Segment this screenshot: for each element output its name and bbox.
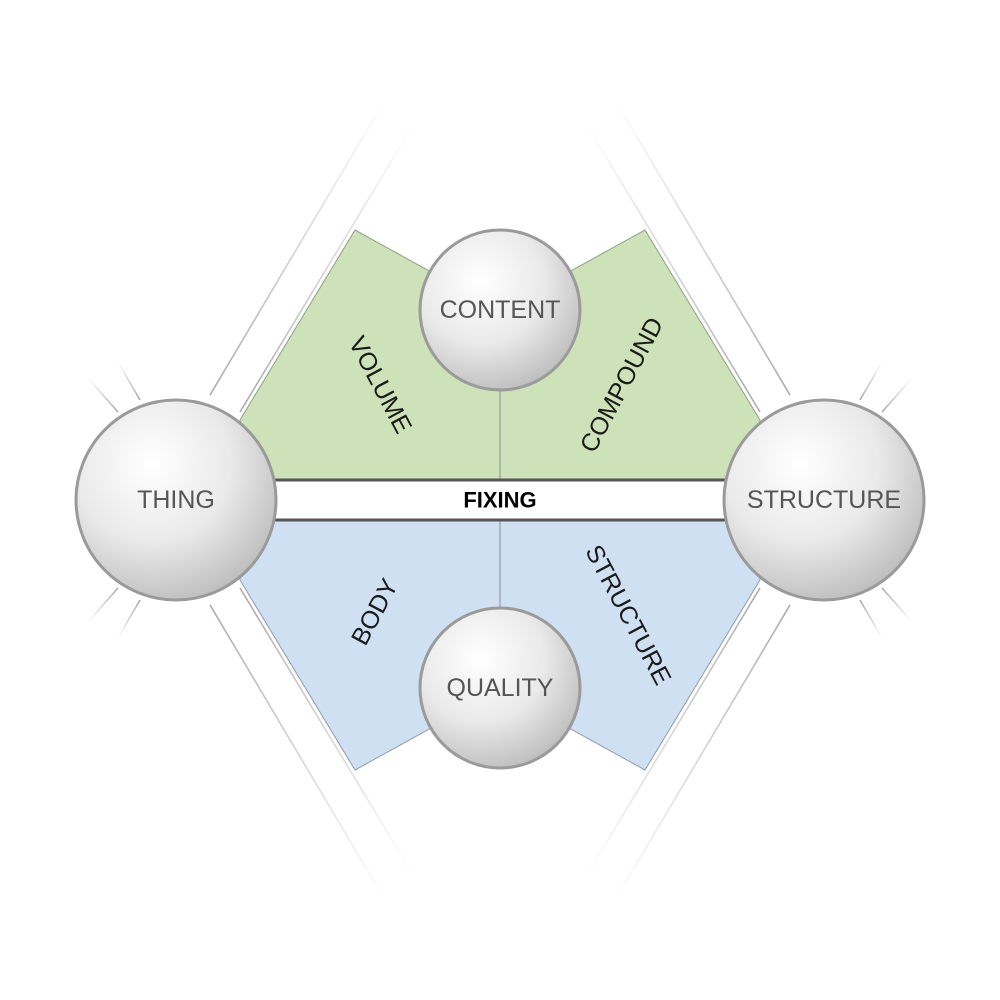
guide-line (881, 377, 913, 413)
node-structure: STRUCTURE (722, 398, 926, 602)
guide-line (117, 361, 141, 401)
guide-line (239, 587, 416, 879)
quality-label: QUALITY (447, 674, 554, 702)
guide-line (859, 361, 883, 401)
guide-line (209, 99, 386, 396)
guide-line (87, 377, 119, 413)
guide-line (117, 599, 141, 639)
guide-line (614, 604, 791, 901)
guide-line (209, 604, 386, 901)
fixing-label: FIXING (463, 488, 536, 513)
fixing-band: FIXING (262, 478, 738, 522)
guide-line (859, 599, 883, 639)
structure-node-label: STRUCTURE (747, 486, 901, 514)
node-content: CONTENT (418, 228, 582, 392)
thing-label: THING (137, 486, 215, 514)
guide-line (584, 587, 761, 879)
guide-line (881, 587, 913, 623)
guide-line (584, 121, 761, 413)
guide-lines (25, 99, 975, 901)
node-quality: QUALITY (418, 606, 582, 770)
node-thing: THING (74, 398, 278, 602)
guide-line (87, 587, 119, 623)
guide-line (239, 121, 416, 413)
guide-line (614, 99, 791, 396)
content-label: CONTENT (440, 296, 561, 324)
